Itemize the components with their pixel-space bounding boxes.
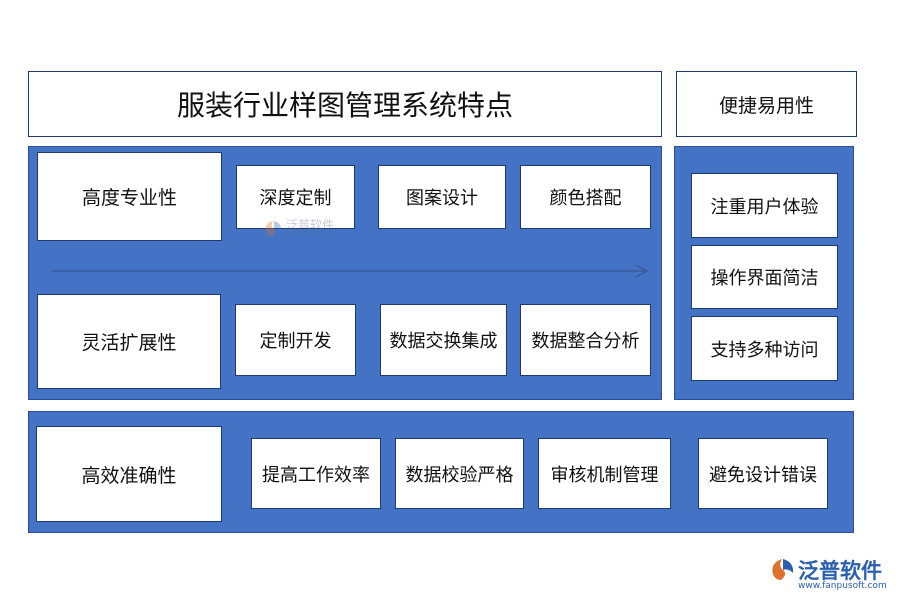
brand-logo-url: www.fanpusoft.com bbox=[798, 581, 887, 591]
brand-logo-icon bbox=[772, 559, 794, 580]
group2-item-2: 数据交换集成 bbox=[380, 304, 507, 376]
title-box: 服装行业样图管理系统特点 bbox=[28, 71, 662, 137]
group1-item-1: 深度定制 bbox=[236, 165, 355, 229]
group2-item-3: 数据整合分析 bbox=[520, 304, 651, 376]
title-text: 服装行业样图管理系统特点 bbox=[176, 89, 513, 122]
side-title-text: 便捷易用性 bbox=[718, 94, 814, 117]
group3-item-3: 审核机制管理 bbox=[538, 438, 671, 509]
side-item-2: 操作界面简洁 bbox=[691, 245, 838, 309]
group3-label: 高效准确性 bbox=[36, 426, 222, 522]
flow-arrow bbox=[52, 264, 649, 278]
group3-item-1: 提高工作效率 bbox=[251, 438, 381, 509]
group1-item-2: 图案设计 bbox=[378, 165, 506, 229]
watermark: 泛普软件 FANPUSOFT.COM bbox=[262, 213, 346, 243]
brand-logo: 泛普软件 www.fanpusoft.com bbox=[768, 553, 892, 595]
side-title-box: 便捷易用性 bbox=[676, 71, 857, 137]
watermark-text: 泛普软件 bbox=[286, 218, 335, 232]
group1-item-3: 颜色搭配 bbox=[520, 165, 651, 229]
group3-item-4: 避免设计错误 bbox=[698, 438, 828, 509]
side-item-3: 支持多种访问 bbox=[691, 316, 838, 381]
group2-label: 灵活扩展性 bbox=[37, 294, 221, 389]
group2-item-1: 定制开发 bbox=[235, 304, 356, 376]
watermark-sub: FANPUSOFT.COM bbox=[286, 231, 328, 237]
group3-item-2: 数据校验严格 bbox=[395, 438, 524, 509]
brand-logo-text: 泛普软件 bbox=[798, 559, 882, 583]
group1-label: 高度专业性 bbox=[37, 152, 222, 241]
watermark-logo-icon bbox=[265, 221, 282, 236]
side-item-1: 注重用户体验 bbox=[691, 173, 838, 238]
